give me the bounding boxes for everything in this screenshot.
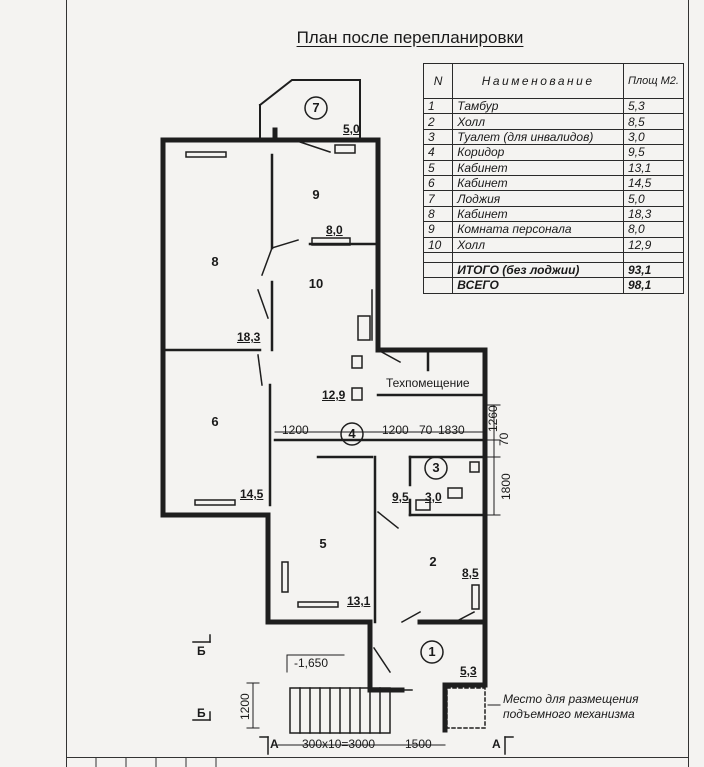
table-total-row: ИТОГО (без лоджии)93,1 [422,261,685,279]
table-header-row: N Наименование Площ М2. [422,63,685,99]
row-number: 3 [422,128,454,146]
row-area: 5,3 [622,97,685,115]
area-label-staff-room: 8,0 [326,223,343,237]
room-number-3: 3 [432,460,440,475]
tech-room-label: Техпомещение [386,376,470,390]
area-label-office-5: 13,1 [347,594,371,608]
header-name: Наименование [452,63,624,99]
title-block-lines [95,757,217,767]
room-3-marker [424,456,448,480]
dimension-lines [246,404,501,746]
dim-right-70: 70 [497,432,511,446]
doors [257,141,476,691]
row-name: Холл [452,113,624,130]
room-number-2: 2 [429,554,437,569]
frame-bottom-line [66,757,689,758]
area-label-hall-2: 8,5 [462,566,479,580]
area-label-vestibule: 5,3 [460,664,477,678]
room-number-6: 6 [211,414,219,429]
section-mark-a-left: А [270,737,279,751]
total-area: 98,1 [622,277,685,294]
dim-toilet-height: 1800 [499,473,513,500]
lift-note: Место для размещения подъемного механизм… [503,692,639,721]
area-label-office-8: 18,3 [237,330,261,344]
dim-right-top: 1260 [486,405,500,432]
total-no-loggia-label: ИТОГО (без лоджии) [452,261,624,279]
dim-level: -1,650 [294,656,329,670]
room-4-marker [340,422,364,446]
room-number-8: 8 [211,254,219,269]
row-number: 10 [422,236,454,253]
room-1-marker [420,640,444,664]
row-area: 18,3 [622,205,685,223]
area-label-loggia: 5,0 [343,122,360,136]
room-7-marker [304,96,328,120]
frame-left-line [66,0,67,767]
frame-right-line [688,0,689,767]
room-number-7: 7 [312,100,320,115]
total-no-loggia-area: 93,1 [622,261,685,279]
area-label-corridor: 9,5 [392,490,409,504]
area-label-hall-10: 12,9 [322,388,346,402]
room-number-1: 1 [428,644,436,659]
section-marks [192,634,514,755]
dim-stair-run: 300х10=3000 [302,737,376,751]
row-number: 1 [422,97,454,115]
section-mark-b-top: Б [197,644,206,658]
room-number-5: 5 [319,536,327,551]
area-label-toilet: 3,0 [425,490,442,504]
dim-corridor-left: 1200 [282,423,309,437]
section-mark-a-right: А [492,737,501,751]
row-name: Тамбур [452,97,624,115]
plan-title: План после перепланировки [296,28,524,47]
loggia-walls [258,79,361,141]
row-name: Туалет (для инвалидов) [452,128,624,146]
dim-corridor-mid: 1200 [382,423,409,437]
room-number-10: 10 [308,276,324,291]
lift-area [446,687,486,729]
windows [185,144,480,610]
row-name: Коридор [452,144,624,161]
section-mark-b-bottom: Б [197,706,206,720]
dim-corridor-right: 1830 [438,423,465,437]
room-number-9: 9 [312,187,320,202]
room-number-4: 4 [348,426,356,441]
inner-partitions [161,153,487,624]
total-label: ВСЕГО [452,277,624,294]
row-name: Лоджия [452,190,624,207]
header-number: N [422,63,454,99]
row-area: 14,5 [622,174,685,192]
dim-landing: 1500 [405,737,432,751]
row-area: 13,1 [622,159,685,176]
row-area: 12,9 [622,236,685,253]
row-name: Кабинет [452,159,624,176]
area-label-office-6: 14,5 [240,487,264,501]
stair [289,687,391,734]
dim-corridor-70: 70 [419,423,433,437]
dim-stair-height: 1200 [238,693,252,720]
header-area: Площ М2. [622,63,685,99]
